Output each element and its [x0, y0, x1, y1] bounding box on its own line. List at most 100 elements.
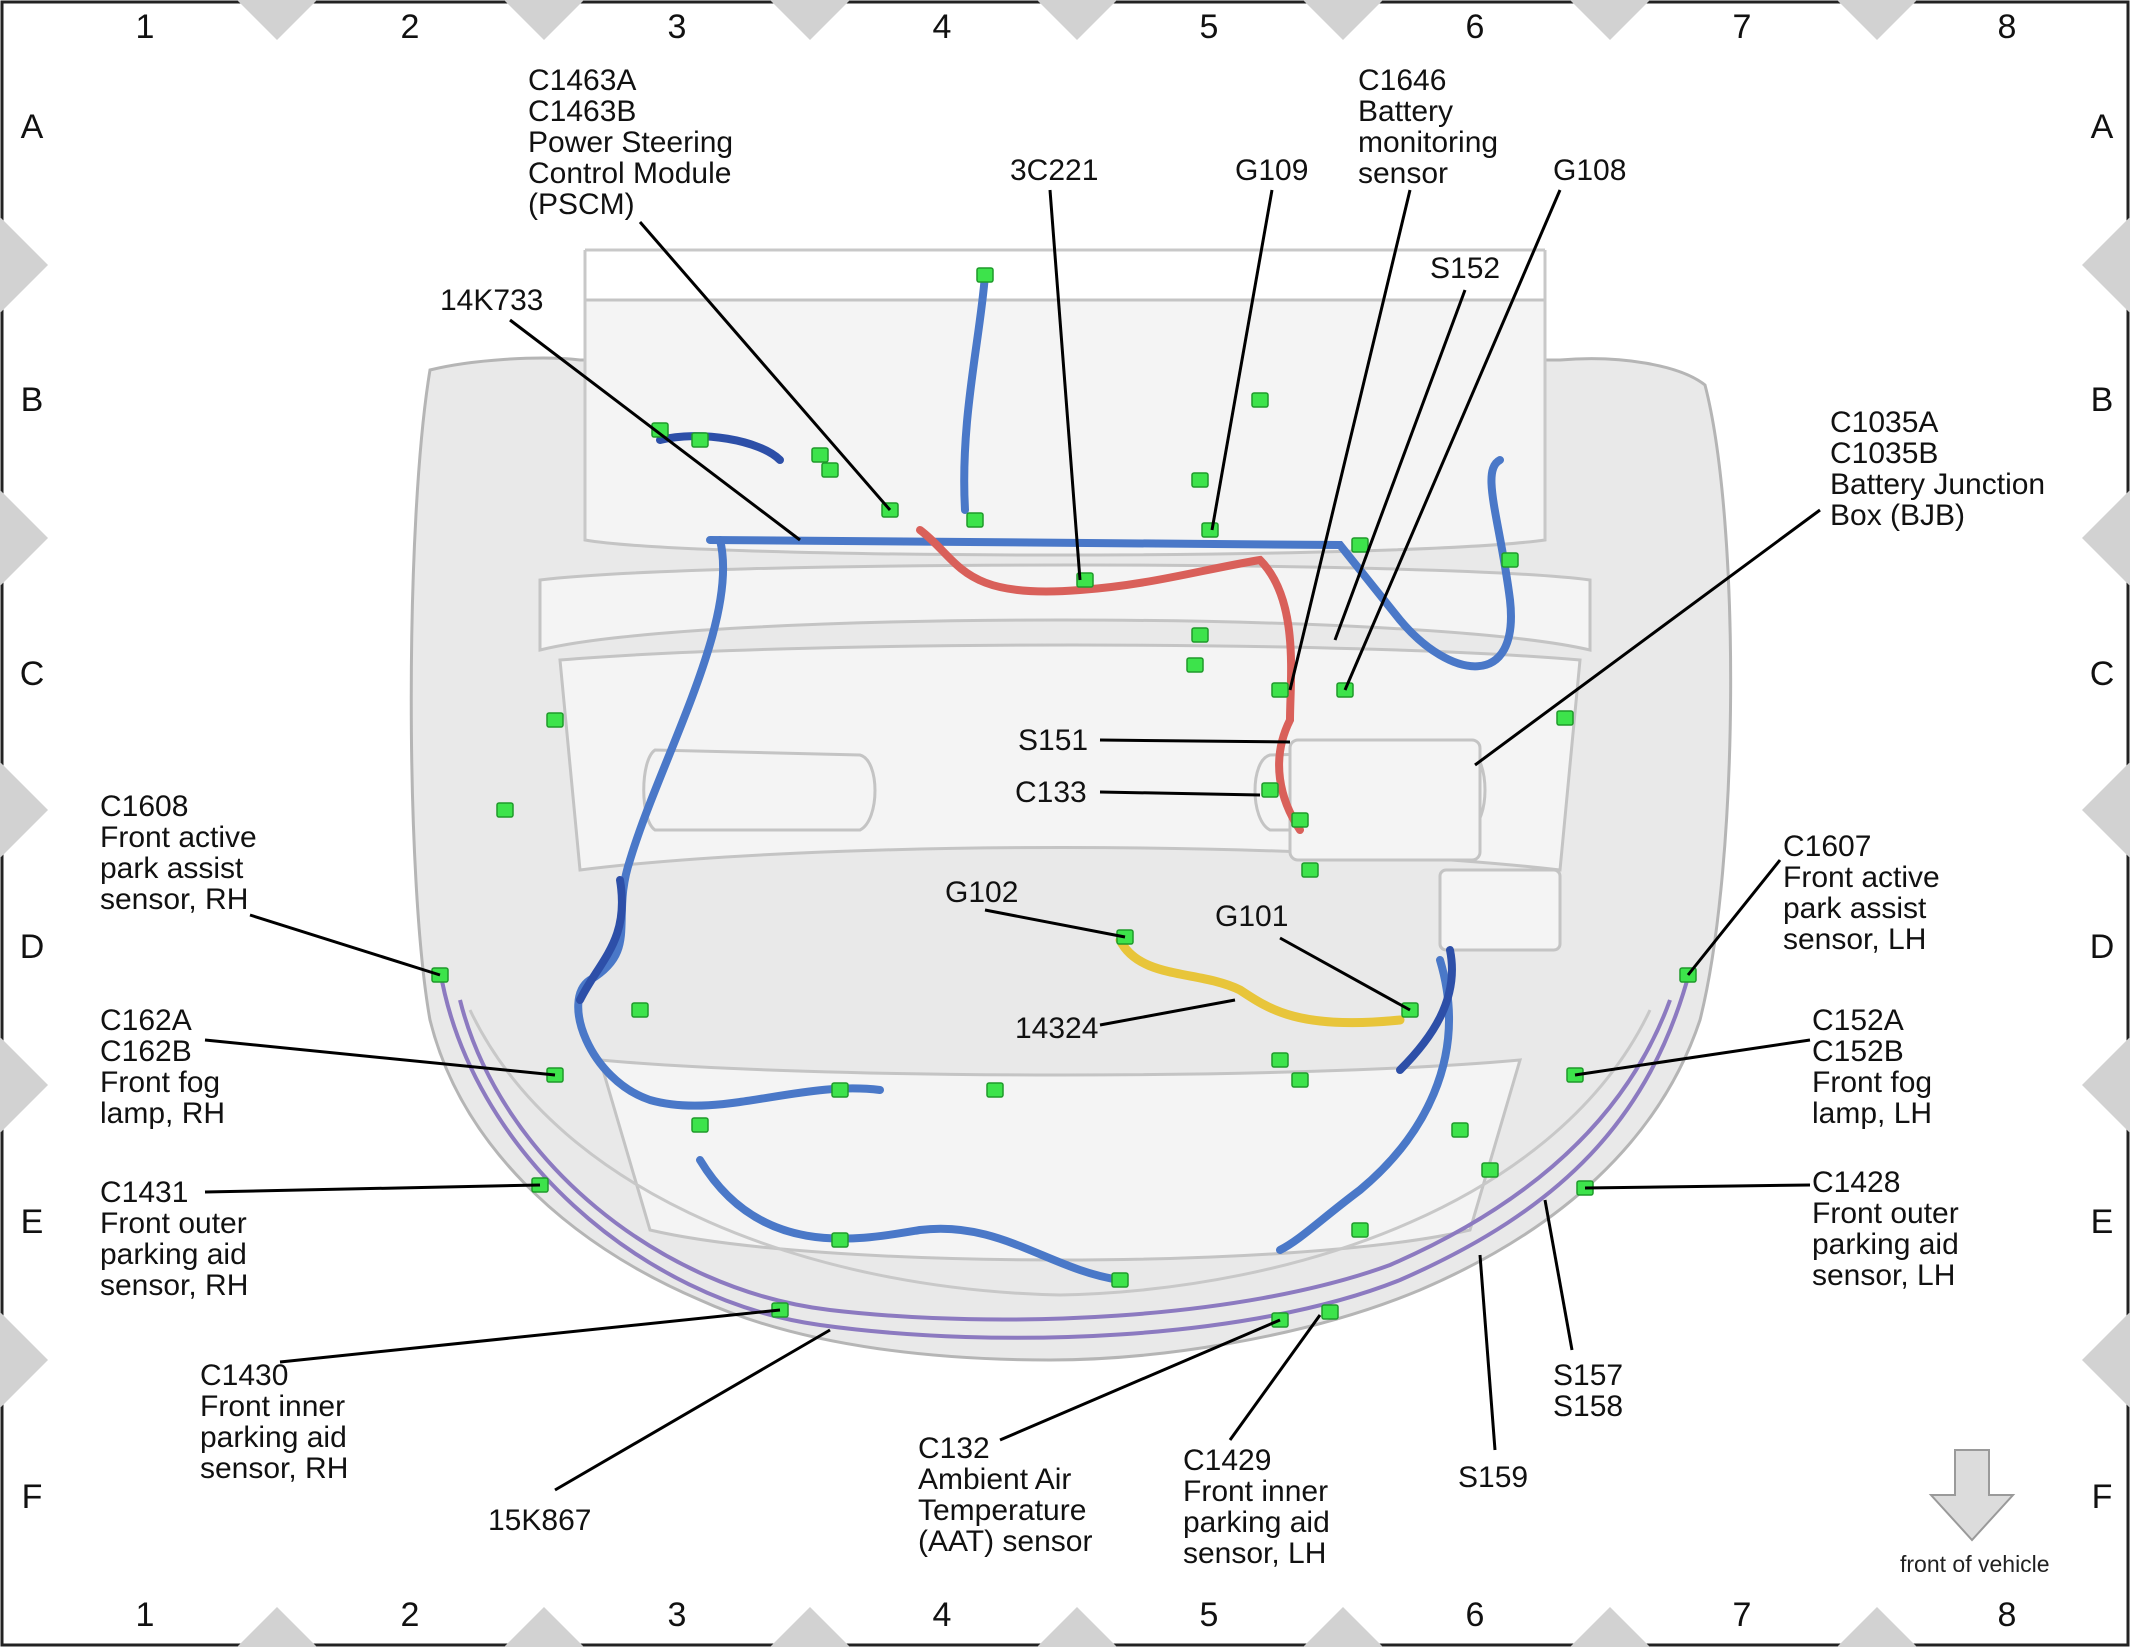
callout-line: monitoring [1358, 126, 1498, 159]
grid-marker [0, 762, 48, 858]
leader-g101 [1279, 936, 1411, 1012]
callout-line: C1431 [100, 1176, 188, 1209]
grid-column-label: 3 [668, 1596, 687, 1634]
callout-line: sensor, RH [100, 1269, 248, 1302]
callout-line: G101 [1215, 900, 1288, 933]
grid-column-label: 4 [933, 1596, 952, 1634]
leader-14324 [1099, 998, 1236, 1027]
connector-icon [1451, 1122, 1469, 1138]
grid-marker [504, 1607, 584, 1647]
connector-icon [1111, 1272, 1129, 1288]
callout-line: C132 [918, 1432, 990, 1465]
callout-14324: 14324 [1015, 1012, 1098, 1045]
connector-icon [1261, 782, 1279, 798]
connector-icon [651, 422, 669, 438]
callout-line: C1463A [528, 64, 636, 97]
grid-row-label: F [2092, 1478, 2113, 1516]
callout-c133: C133 [1015, 776, 1087, 809]
grid-column-label: 8 [1998, 8, 2017, 46]
callout-line: park assist [100, 852, 244, 885]
callout-line: C1607 [1783, 830, 1871, 863]
connector-icon [546, 712, 564, 728]
callout-line: C152A [1812, 1004, 1904, 1037]
connector-icon [1191, 472, 1209, 488]
connector-icon [1301, 862, 1319, 878]
callout-line: 14324 [1015, 1012, 1098, 1045]
callout-line: C133 [1015, 776, 1087, 809]
grid-row-label: B [21, 381, 44, 419]
grid-marker [0, 490, 48, 586]
ground-cable-14324 [1115, 935, 1405, 1028]
callout-line: C1608 [100, 790, 188, 823]
callout-line: lamp, RH [100, 1097, 225, 1130]
callout-line: sensor, RH [200, 1452, 348, 1485]
battery-cable [916, 526, 1304, 834]
harness-rh-dark [576, 432, 784, 1004]
front-of-vehicle-indicator: front of vehicle [1900, 1449, 2050, 1577]
callout-g102: G102 [945, 876, 1018, 909]
connector-icon [821, 462, 839, 478]
grid-column-label: 3 [668, 8, 687, 46]
connector-icon [1291, 1072, 1309, 1088]
grid-row-label: C [20, 655, 45, 693]
front-of-vehicle-label: front of vehicle [1900, 1551, 2050, 1577]
connector-icon [831, 1082, 849, 1098]
callout-line: sensor, RH [100, 883, 248, 916]
grid-marker [1303, 1607, 1383, 1647]
leader-c1607 [1686, 859, 1782, 976]
connector-icon [1321, 1304, 1339, 1320]
grid-column-label: 5 [1200, 8, 1219, 46]
callout-line: Ambient Air [918, 1463, 1071, 1496]
grid-marker [1837, 0, 1917, 40]
grid-marker [2082, 1037, 2130, 1133]
grid-row-label: A [21, 108, 44, 146]
harness-center-riser [960, 271, 989, 514]
grid-marker [504, 0, 584, 40]
leader-s151 [1099, 738, 1291, 744]
grid-column-label: 2 [401, 8, 420, 46]
wiring-harness [438, 271, 1692, 1340]
callout-line: S157 [1553, 1359, 1623, 1392]
callout-15k867: 15K867 [488, 1504, 591, 1537]
park-aid-harness-inner [458, 999, 1672, 1322]
leader-c1430 [279, 1308, 781, 1364]
leader-s159 [1478, 1254, 1497, 1451]
connector-icon [986, 1082, 1004, 1098]
callout-line: S152 [1430, 252, 1500, 285]
connector-icon [1271, 1052, 1289, 1068]
grid-column-label: 5 [1200, 1596, 1219, 1634]
connector-icon [1201, 522, 1219, 538]
callout-line: parking aid [1812, 1228, 1959, 1261]
grid-marker [1570, 0, 1650, 40]
callout-line: Temperature [918, 1494, 1086, 1527]
grid-row-label: E [21, 1203, 44, 1241]
connector-icon [496, 802, 514, 818]
upper-cowl [583, 298, 1547, 557]
leader-c1428 [1584, 1183, 1811, 1190]
leader-15k867 [554, 1328, 831, 1492]
grid-row-label: D [2090, 928, 2115, 966]
callout-line: C1430 [200, 1359, 288, 1392]
callout-g108: G108 [1553, 154, 1626, 187]
connector-icon [1271, 682, 1289, 698]
callout-line: G108 [1553, 154, 1626, 187]
callout-line: G102 [945, 876, 1018, 909]
callout-line: G109 [1235, 154, 1308, 187]
grid-row-label: E [2091, 1203, 2114, 1241]
grid-marker [0, 1312, 48, 1408]
callout-line: sensor, LH [1812, 1259, 1955, 1292]
callout-line: C1428 [1812, 1166, 1900, 1199]
grid-marker [237, 0, 317, 40]
